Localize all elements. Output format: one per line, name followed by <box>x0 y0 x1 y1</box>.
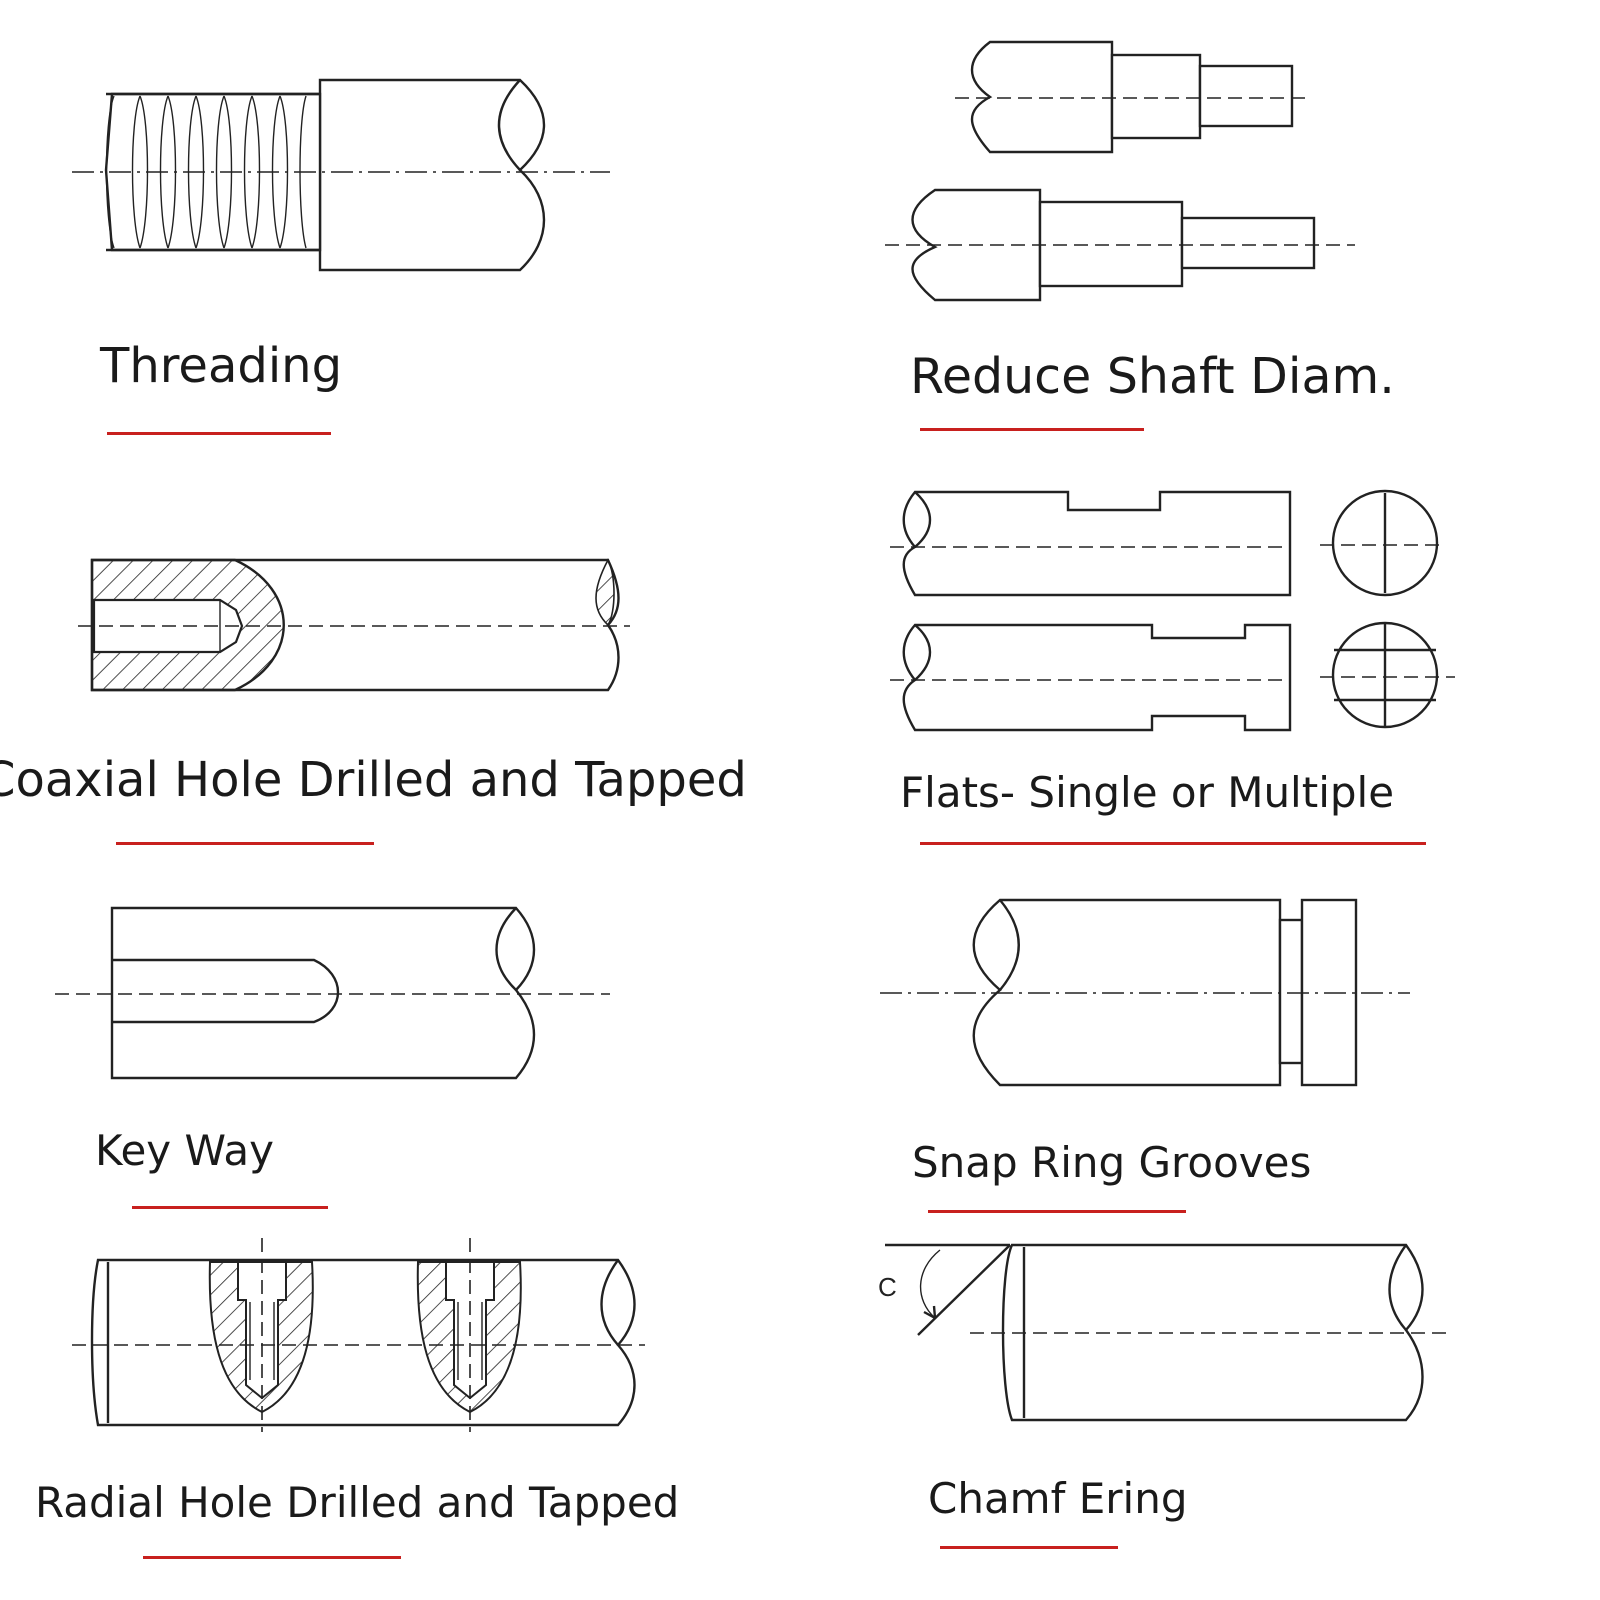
reduce-shaft-figure <box>885 40 1355 302</box>
caption-coaxial-hole: Coaxial Hole Drilled and Tapped <box>0 752 747 808</box>
caption-chamfering: Chamf Ering <box>928 1474 1188 1523</box>
caption-flats: Flats- Single or Multiple <box>900 768 1395 817</box>
key-slot <box>112 958 340 1024</box>
underline-flats <box>920 842 1426 845</box>
chamfer-figure: C <box>878 1243 1450 1422</box>
radial-hole-figure <box>72 1238 645 1432</box>
underline-snap-ring-grooves <box>928 1210 1186 1213</box>
caption-threading: Threading <box>100 338 343 394</box>
caption-snap-ring-grooves: Snap Ring Grooves <box>912 1138 1312 1187</box>
caption-radial-hole: Radial Hole Drilled and Tapped <box>35 1478 680 1527</box>
flats-figure <box>890 489 1455 732</box>
underline-key-way <box>132 1206 328 1209</box>
caption-reduce-shaft-diam: Reduce Shaft Diam. <box>910 348 1395 405</box>
coaxial-hole-figure <box>78 558 630 692</box>
underline-coaxial-hole <box>116 842 374 845</box>
caption-key-way: Key Way <box>95 1126 274 1175</box>
threading-figure <box>72 78 610 272</box>
underline-threading <box>107 432 331 435</box>
underline-chamfering <box>940 1546 1118 1549</box>
key-way-figure <box>55 906 610 1080</box>
chamfer-symbol: C <box>878 1272 897 1302</box>
snap-ring-figure <box>880 898 1410 1087</box>
underline-reduce-shaft-diam <box>920 428 1144 431</box>
thread-crests <box>105 95 307 249</box>
underline-radial-hole <box>143 1556 401 1559</box>
